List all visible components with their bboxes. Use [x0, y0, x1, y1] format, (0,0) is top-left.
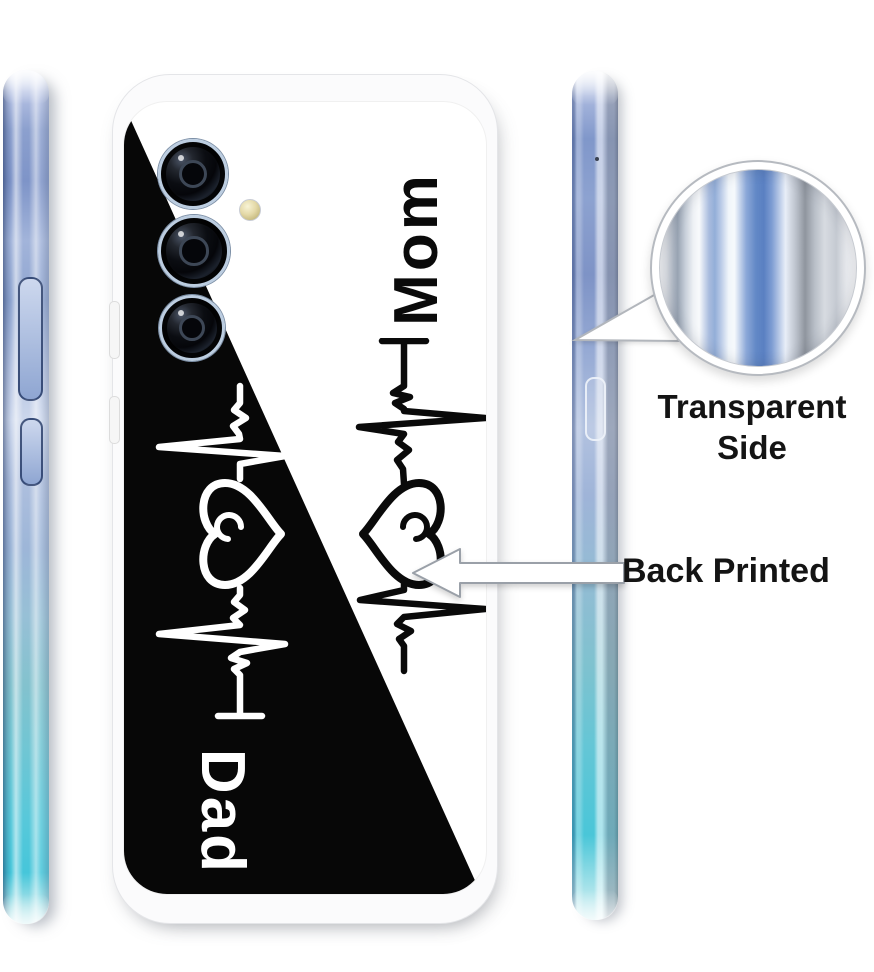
right-phone-side-view — [572, 71, 618, 920]
back-printed-label: Back Printed — [622, 552, 830, 590]
mic-hole-dot — [595, 157, 599, 161]
case-button-bump — [109, 301, 120, 359]
dad-heartbeat-graphic — [155, 382, 289, 720]
camera-lens-middle — [158, 215, 230, 287]
power-button — [20, 418, 43, 486]
case-back-print-area: Mom Dad — [123, 101, 487, 895]
back-printed-arrow-icon — [412, 548, 625, 598]
power-button — [585, 377, 606, 441]
transparent-material-texture — [659, 169, 857, 367]
camera-lens-bottom — [159, 295, 225, 361]
volume-button — [18, 277, 43, 401]
case-button-bump — [109, 396, 120, 444]
mom-label: Mom — [382, 172, 451, 326]
transparent-side-line2: Side — [717, 429, 787, 466]
camera-lens-top — [158, 139, 228, 209]
transparent-side-label: Transparent Side — [640, 386, 864, 468]
flash-led — [239, 199, 261, 221]
left-phone-side-view — [3, 70, 49, 924]
mom-heartbeat-graphic — [355, 338, 486, 675]
phone-case: Mom Dad — [109, 74, 498, 924]
dad-label: Dad — [188, 748, 257, 876]
transparent-side-line1: Transparent — [657, 388, 847, 425]
magnifier-circle-icon — [650, 160, 866, 376]
